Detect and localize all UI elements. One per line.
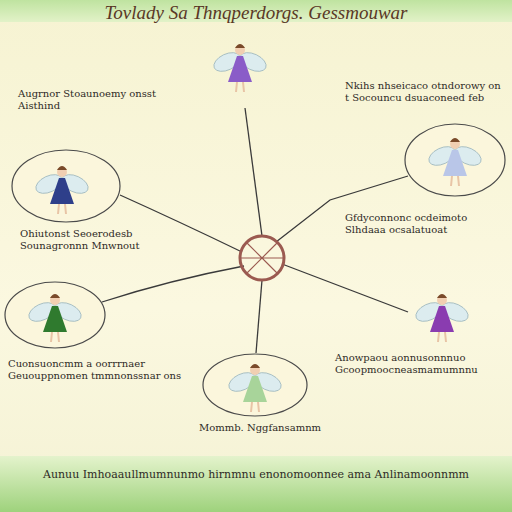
caption: Aunuu Imhoaaullmumnunmo hirnmnu enonomoo… [14, 468, 498, 482]
note-text: Ohiutonst Seoerodesb Sounagronnn Mnwnout [20, 228, 152, 251]
note-text: Gfdyconnonc ocdeimoto Slhdaaa ocsalatuoa… [345, 212, 503, 235]
title: Tovlady Sa Thnqperdorgs. Gessmouwar [0, 2, 512, 24]
note-text: Anowpaou aonnusonnnuo Gcoopmoocneasmamum… [335, 352, 503, 375]
note-text: Cuonsuoncmm a oorrrnaer Geuouppnomen tmm… [8, 358, 186, 381]
note-text: Nkihs nhseicaco otndorowy on t Socouncu … [345, 80, 503, 103]
note-text: Mommb. Nggfansamnm [190, 422, 330, 434]
note-text: Augrnor Stoaunoemy onsst Aisthind [18, 88, 158, 111]
